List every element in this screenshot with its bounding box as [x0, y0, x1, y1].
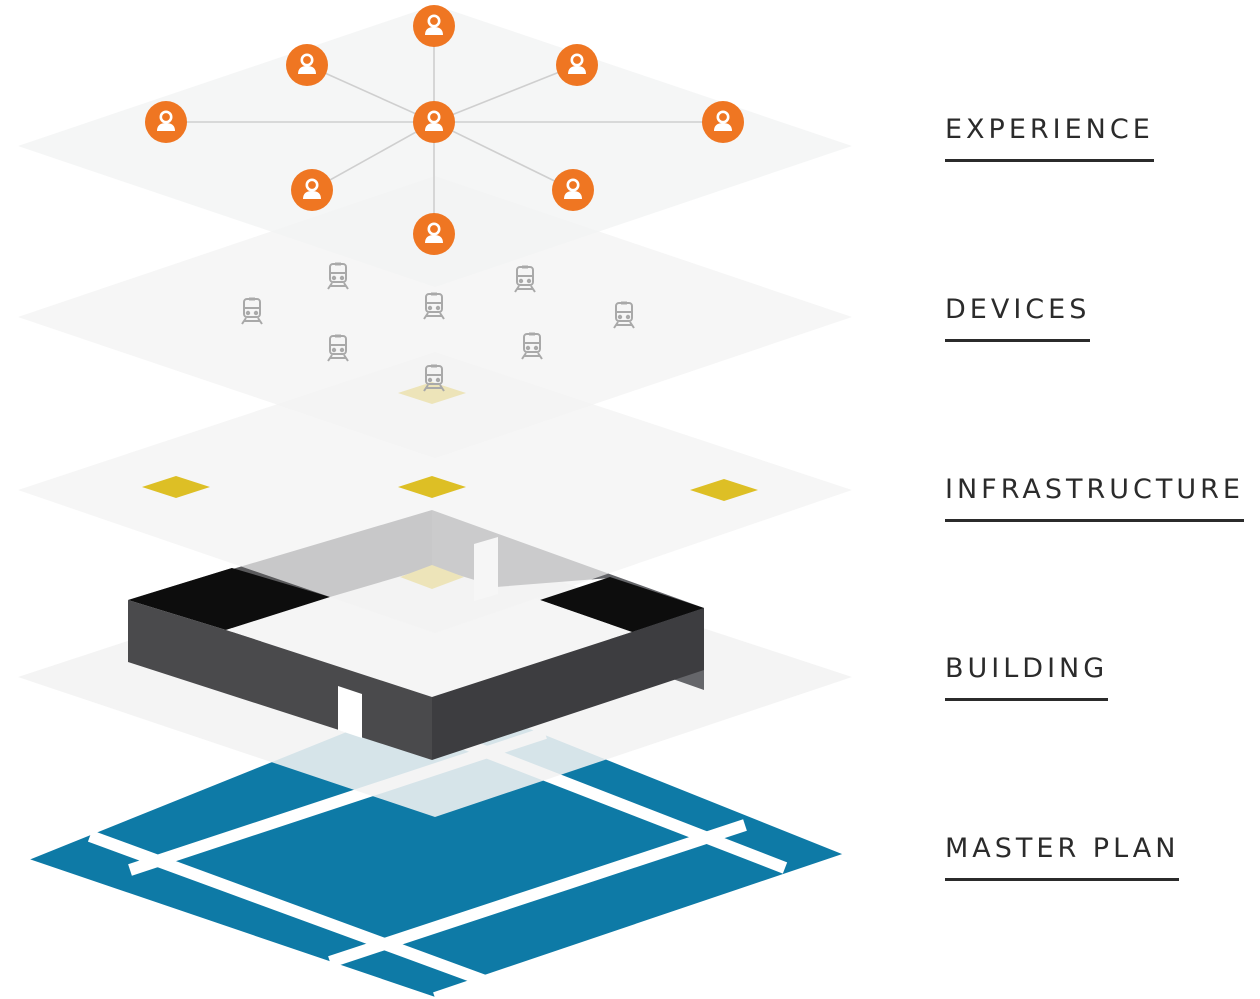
building-corner-right-dark	[540, 577, 704, 632]
layered-diagram	[17, 3, 855, 999]
layer-label-devices: DEVICES	[945, 294, 1091, 342]
master-plan-outline-mask	[17, 688, 855, 999]
building-corner-left-dark	[128, 568, 330, 630]
person-icon	[550, 167, 596, 213]
person-icon	[554, 42, 600, 88]
sensor-tile-icon	[142, 476, 210, 498]
person-icon	[143, 99, 189, 145]
person-icon	[411, 99, 457, 145]
person-icon	[411, 3, 457, 49]
layer-label-master-plan: MASTER PLAN	[945, 833, 1180, 881]
experience-plane	[18, 5, 852, 287]
person-icon	[289, 167, 335, 213]
person-icon	[700, 99, 746, 145]
sensor-tile-icon	[398, 476, 466, 498]
layer-label-infrastructure: INFRASTRUCTURE	[945, 474, 1244, 522]
layer-label-experience: EXPERIENCE	[945, 114, 1154, 162]
sensor-tile-icon	[690, 479, 758, 501]
building-front-right-wall	[432, 608, 704, 760]
person-icon	[284, 42, 330, 88]
layer-label-building: BUILDING	[945, 653, 1109, 701]
person-icon	[411, 211, 457, 257]
building-door-front	[338, 686, 362, 738]
